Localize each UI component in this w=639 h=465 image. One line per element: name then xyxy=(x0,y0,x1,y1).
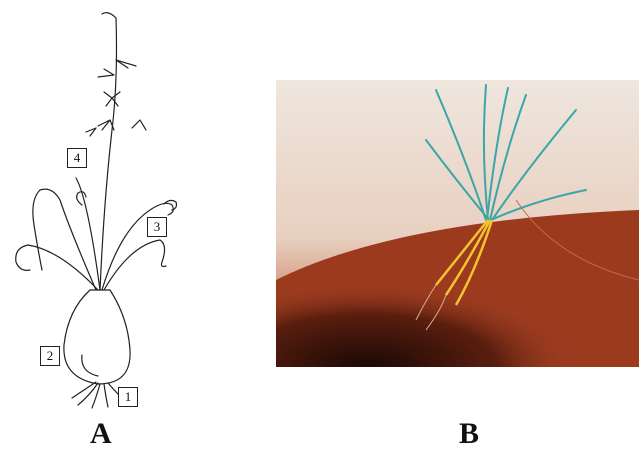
panel-label-b: B xyxy=(459,417,479,451)
bud-mark xyxy=(116,60,136,68)
callout-4: 4 xyxy=(67,148,87,168)
root-line xyxy=(92,384,100,408)
leaf-line xyxy=(76,178,100,290)
leaf-coil xyxy=(164,200,177,210)
panel-b-photo xyxy=(276,80,639,367)
panel-label-a: A xyxy=(90,417,112,451)
bud-mark xyxy=(98,69,114,77)
plant-soil-photo xyxy=(276,80,639,367)
plant-line-drawing xyxy=(0,0,200,420)
leaf-line xyxy=(104,240,166,290)
leaf-line xyxy=(33,189,96,290)
callout-2: 2 xyxy=(40,346,60,366)
bulb-inner-line xyxy=(82,355,98,376)
leaf-line xyxy=(16,245,98,290)
callout-1: 1 xyxy=(118,387,138,407)
bulb-outline xyxy=(64,290,130,384)
panel-a-plant-drawing xyxy=(0,0,200,420)
callout-3: 3 xyxy=(147,217,167,237)
root-line xyxy=(104,384,108,407)
soil-shadow xyxy=(276,220,639,367)
flower-mark xyxy=(104,92,120,106)
flower-mark xyxy=(86,120,146,136)
main-scape xyxy=(100,18,117,290)
scape-tip xyxy=(102,13,116,18)
